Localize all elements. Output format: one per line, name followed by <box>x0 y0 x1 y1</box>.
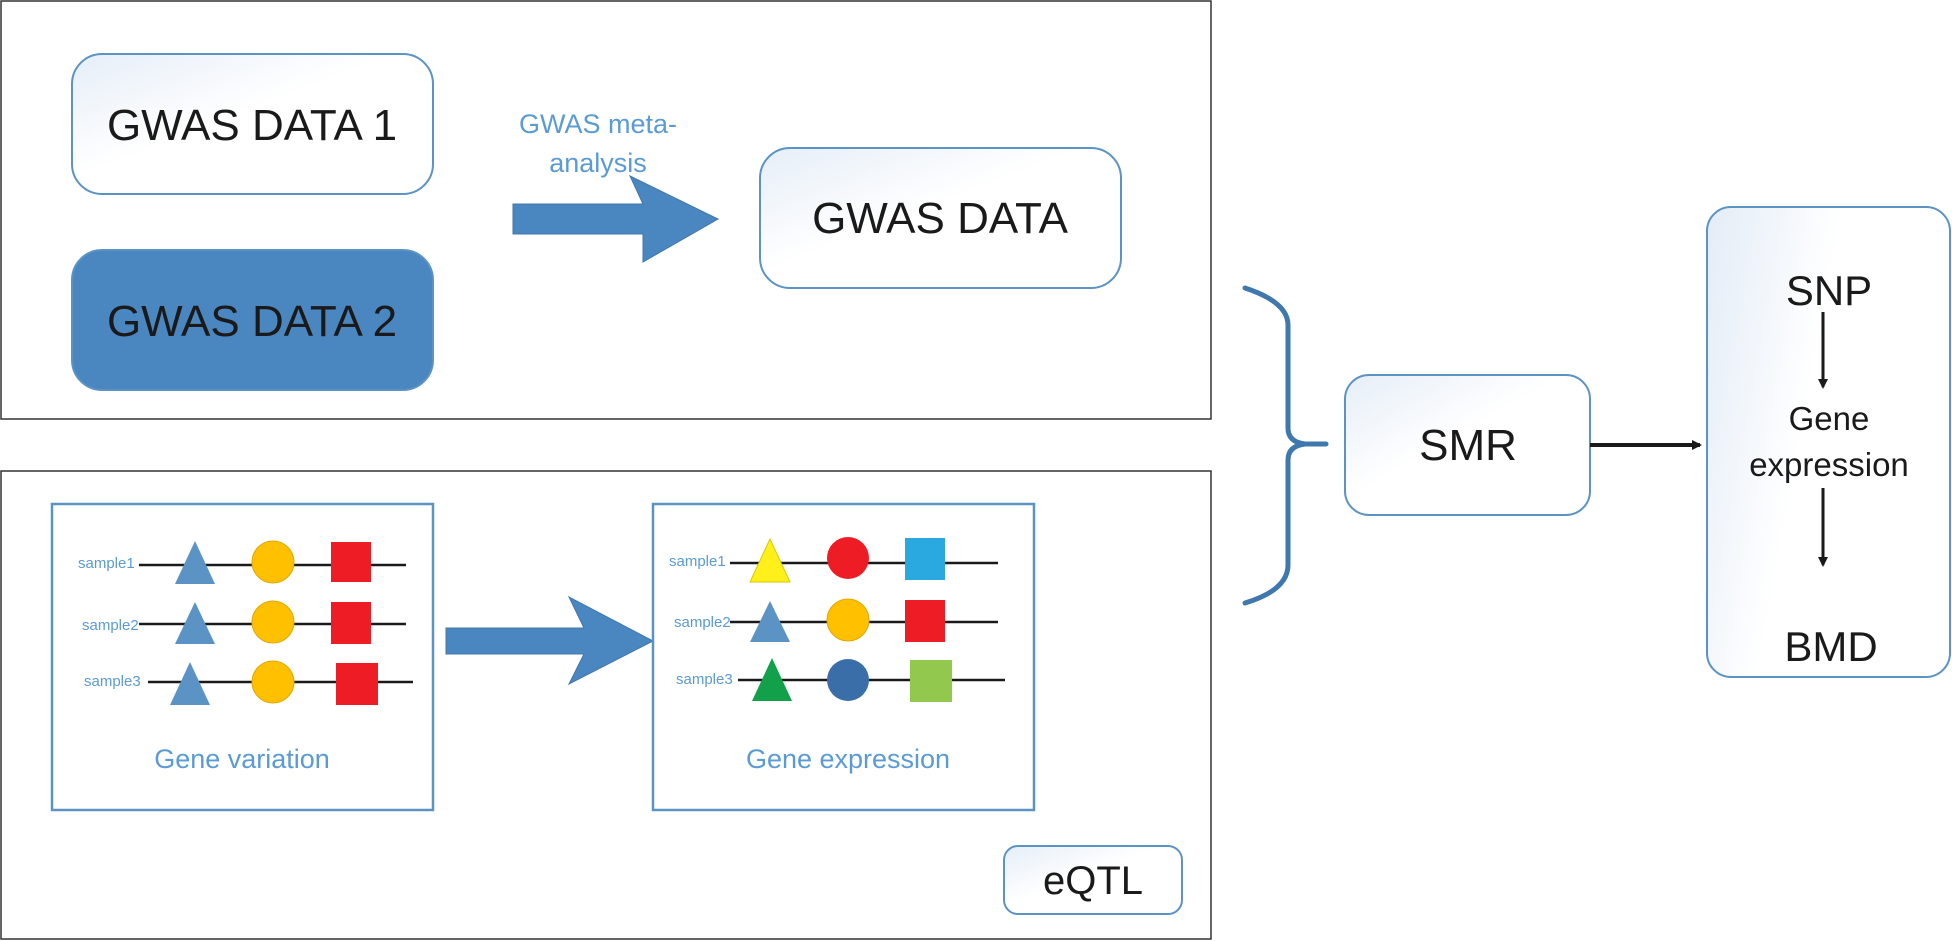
circle-icon <box>827 537 869 579</box>
triangle-icon <box>170 662 210 705</box>
variation-sample-label: sample3 <box>84 673 141 690</box>
gwas-data-1-label: GWAS DATA 1 <box>107 101 397 150</box>
meta-analysis-label-line1: GWAS meta- <box>519 109 677 139</box>
gene-expression-caption: Gene expression <box>746 744 950 774</box>
expression-sample-label: sample3 <box>676 671 733 688</box>
eqtl-panel: sample1 sample2 sample3 Gene variation s… <box>0 470 1212 940</box>
gwas-data-box: GWAS DATA <box>759 147 1122 289</box>
gwas-panel: GWAS DATA 1 GWAS DATA 2 GWAS meta- analy… <box>0 0 1212 420</box>
square-icon <box>331 602 371 644</box>
meta-analysis-label-line2: analysis <box>549 148 647 178</box>
triangle-icon <box>749 537 791 583</box>
circle-icon <box>251 600 295 644</box>
square-icon <box>905 600 945 642</box>
triangle-icon <box>175 541 215 584</box>
square-icon <box>331 542 371 582</box>
circle-icon <box>251 540 295 584</box>
eqtl-box: eQTL <box>1003 845 1183 915</box>
gene-variation-box: sample1 sample2 sample3 Gene variation <box>50 502 435 812</box>
circle-icon <box>827 659 869 701</box>
brace-icon <box>1242 285 1329 606</box>
variation-sample-label: sample2 <box>82 617 139 634</box>
snp-label: SNP <box>1786 267 1872 314</box>
gene-expression-label-line1: Gene <box>1789 400 1870 437</box>
eqtl-arrow-icon <box>445 595 655 686</box>
square-icon <box>910 660 952 702</box>
gene-variation-caption: Gene variation <box>154 744 330 774</box>
smr-box: SMR <box>1344 374 1591 516</box>
triangle-icon <box>752 658 792 701</box>
circle-icon <box>251 660 295 704</box>
square-icon <box>905 538 945 580</box>
square-icon <box>336 663 378 705</box>
triangle-icon <box>750 601 790 642</box>
gene-expression-box: sample1 sample2 sample3 Gene expression <box>651 502 1036 812</box>
gwas-data-2-box: GWAS DATA 2 <box>71 249 434 391</box>
variation-sample-label: sample1 <box>78 555 135 572</box>
smr-label: SMR <box>1419 421 1517 470</box>
gwas-data-label: GWAS DATA <box>812 194 1069 243</box>
result-box: SNP Gene expression BMD <box>1706 206 1951 678</box>
triangle-icon <box>175 602 215 644</box>
expression-sample-label: sample2 <box>674 614 731 631</box>
eqtl-label: eQTL <box>1043 859 1143 903</box>
gwas-data-1-box: GWAS DATA 1 <box>71 53 434 195</box>
meta-analysis-arrow-icon <box>512 174 720 263</box>
bmd-label: BMD <box>1784 623 1877 670</box>
gene-expression-label-line2: expression <box>1749 446 1909 483</box>
expression-sample-label: sample1 <box>669 553 726 570</box>
gwas-data-2-label: GWAS DATA 2 <box>107 297 397 346</box>
circle-icon <box>826 598 870 642</box>
